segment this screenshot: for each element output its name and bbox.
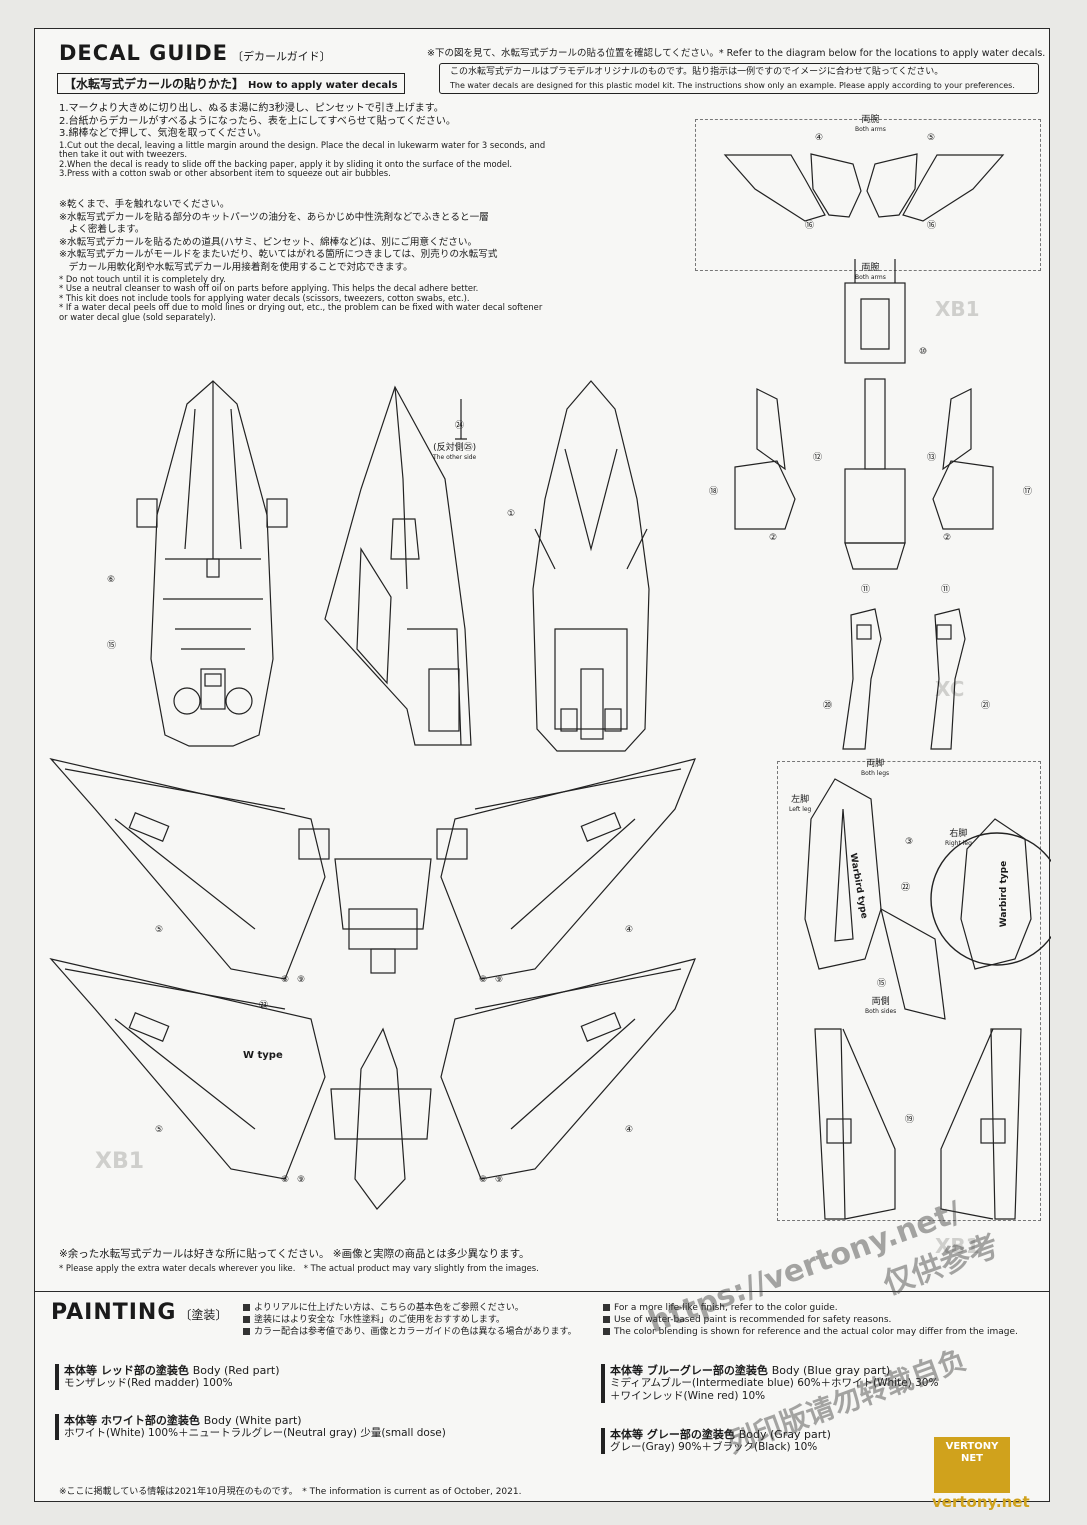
legs-detail <box>804 778 1032 1220</box>
paint-white: 本体等 ホワイト部の塗装色 Body (White part) ホワイト(Whi… <box>55 1414 446 1440</box>
painting-title: PAINTING〔塗装〕 <box>51 1300 228 1325</box>
w-type-decal: W type <box>243 1050 283 1061</box>
callout-17: ⑰ <box>1023 487 1033 497</box>
callout-12: ⑫ <box>813 453 823 463</box>
callout-19: ⑲ <box>905 1115 915 1125</box>
paint-gray: 本体等 グレー部の塗装色 Body (Gray part) グレー(Gray) … <box>601 1428 831 1454</box>
bullet-icon <box>243 1316 250 1323</box>
callout-9c: ⑨ <box>297 1175 306 1185</box>
callout-1: ① <box>507 509 516 519</box>
warbird-decal-right: Warbird type <box>999 860 1010 928</box>
callout-8d: ⑧ <box>479 1175 488 1185</box>
application-steps: 1.マークより大きめに切り出し、ぬるま湯に約3秒浸し、ピンセットで引き上げます。… <box>59 103 546 178</box>
other-side-label: (反対側㉕)The other side <box>433 443 477 461</box>
callout-8b: ⑧ <box>479 975 488 985</box>
callout-8a: ⑧ <box>281 975 290 985</box>
callout-11a: ⑪ <box>861 585 871 595</box>
wing-pair-upper <box>49 757 696 980</box>
callout-16b: ⑯ <box>927 221 937 231</box>
right-leg-inset <box>930 832 1051 966</box>
callout-10: ⑩ <box>919 347 928 357</box>
arms-frame <box>695 119 1041 271</box>
bullet-icon <box>243 1304 250 1311</box>
arms-detail <box>723 153 1005 750</box>
decal-guide-title: DECAL GUIDE〔デカールガイド〕 <box>59 41 331 65</box>
instruction-sheet: XB1 XC XB1 XB1 DECAL GUIDE〔デカールガイド〕 【水転写… <box>34 28 1051 1504</box>
callout-4a: ④ <box>815 133 824 143</box>
bullet-icon <box>603 1328 610 1335</box>
vertony-url: vertony.net <box>932 1493 1030 1511</box>
callout-9b: ⑨ <box>495 975 504 985</box>
callout-23: ㉓ <box>259 1001 269 1011</box>
callout-13: ⑬ <box>927 453 937 463</box>
callout-2a: ② <box>769 533 778 543</box>
bullet-icon <box>603 1316 610 1323</box>
callout-9a: ⑨ <box>297 975 306 985</box>
painting-tips-jp: よりリアルに仕上げたい方は、こちらの基本色をご参照ください。 塗装にはより安全な… <box>243 1302 577 1338</box>
callout-18: ⑱ <box>709 487 719 497</box>
vertony-badge: VERTONY NET <box>934 1437 1010 1493</box>
legs-frame <box>777 761 1041 1221</box>
cautions-list: ※乾くまで、手を触れないでください。 ※水転写式デカールを貼る部分のキットパーツ… <box>59 199 543 322</box>
bullet-icon <box>243 1328 250 1335</box>
extra-decals-note: ※余った水転写式デカールは好きな所に貼ってください。 ※画像と実際の商品とは多少… <box>59 1248 539 1273</box>
howto-heading: 【水転写式デカールの貼りかた】How to apply water decals <box>57 73 405 94</box>
fighter-bottom-view <box>532 380 650 752</box>
callout-5c: ⑤ <box>155 1125 164 1135</box>
info-date-note: ※ここに掲載している情報は2021年10月現在のものです。 * The info… <box>59 1487 522 1497</box>
callout-4c: ④ <box>625 1125 634 1135</box>
callout-9d: ⑨ <box>495 1175 504 1185</box>
callout-24: ㉔ <box>455 421 465 431</box>
callout-2b: ② <box>943 533 952 543</box>
top-note: ※下の図を見て、水転写式デカールの貼る位置を確認してください。* Refer t… <box>427 48 1046 59</box>
original-note-box: この水転写式デカールはプラモデルオリジナルのものです。貼り指示は一例ですのでイメ… <box>439 63 1039 94</box>
bullet-icon <box>603 1304 610 1311</box>
callout-15b: ⑮ <box>877 979 887 989</box>
decal-placement-diagrams <box>49 153 1051 1220</box>
painting-section: PAINTING〔塗装〕 よりリアルに仕上げたい方は、こちらの基本色をご参照くだ… <box>35 1291 1049 1504</box>
callout-15a: ⑮ <box>107 641 117 651</box>
callout-3: ③ <box>905 837 914 847</box>
callout-11b: ⑪ <box>941 585 951 595</box>
callout-4b: ④ <box>625 925 634 935</box>
callout-22: ㉒ <box>901 883 911 893</box>
wing-pair-lower <box>49 957 696 1210</box>
fighter-top-view <box>136 380 288 747</box>
fighter-side-view <box>324 385 472 746</box>
callout-8c: ⑧ <box>281 1175 290 1185</box>
callout-5a: ⑤ <box>927 133 936 143</box>
callout-5b: ⑤ <box>155 925 164 935</box>
paint-blue-gray: 本体等 ブルーグレー部の塗装色 Body (Blue gray part) ミデ… <box>601 1364 938 1403</box>
callout-21: ㉑ <box>981 701 991 711</box>
callout-16a: ⑯ <box>805 221 815 231</box>
painting-tips-en: For a more life-like finish, refer to th… <box>603 1302 1018 1338</box>
paint-red: 本体等 レッド部の塗装色 Body (Red part) モンザレッド(Red … <box>55 1364 280 1390</box>
callout-6: ⑥ <box>107 575 116 585</box>
callout-20: ⑳ <box>823 701 833 711</box>
